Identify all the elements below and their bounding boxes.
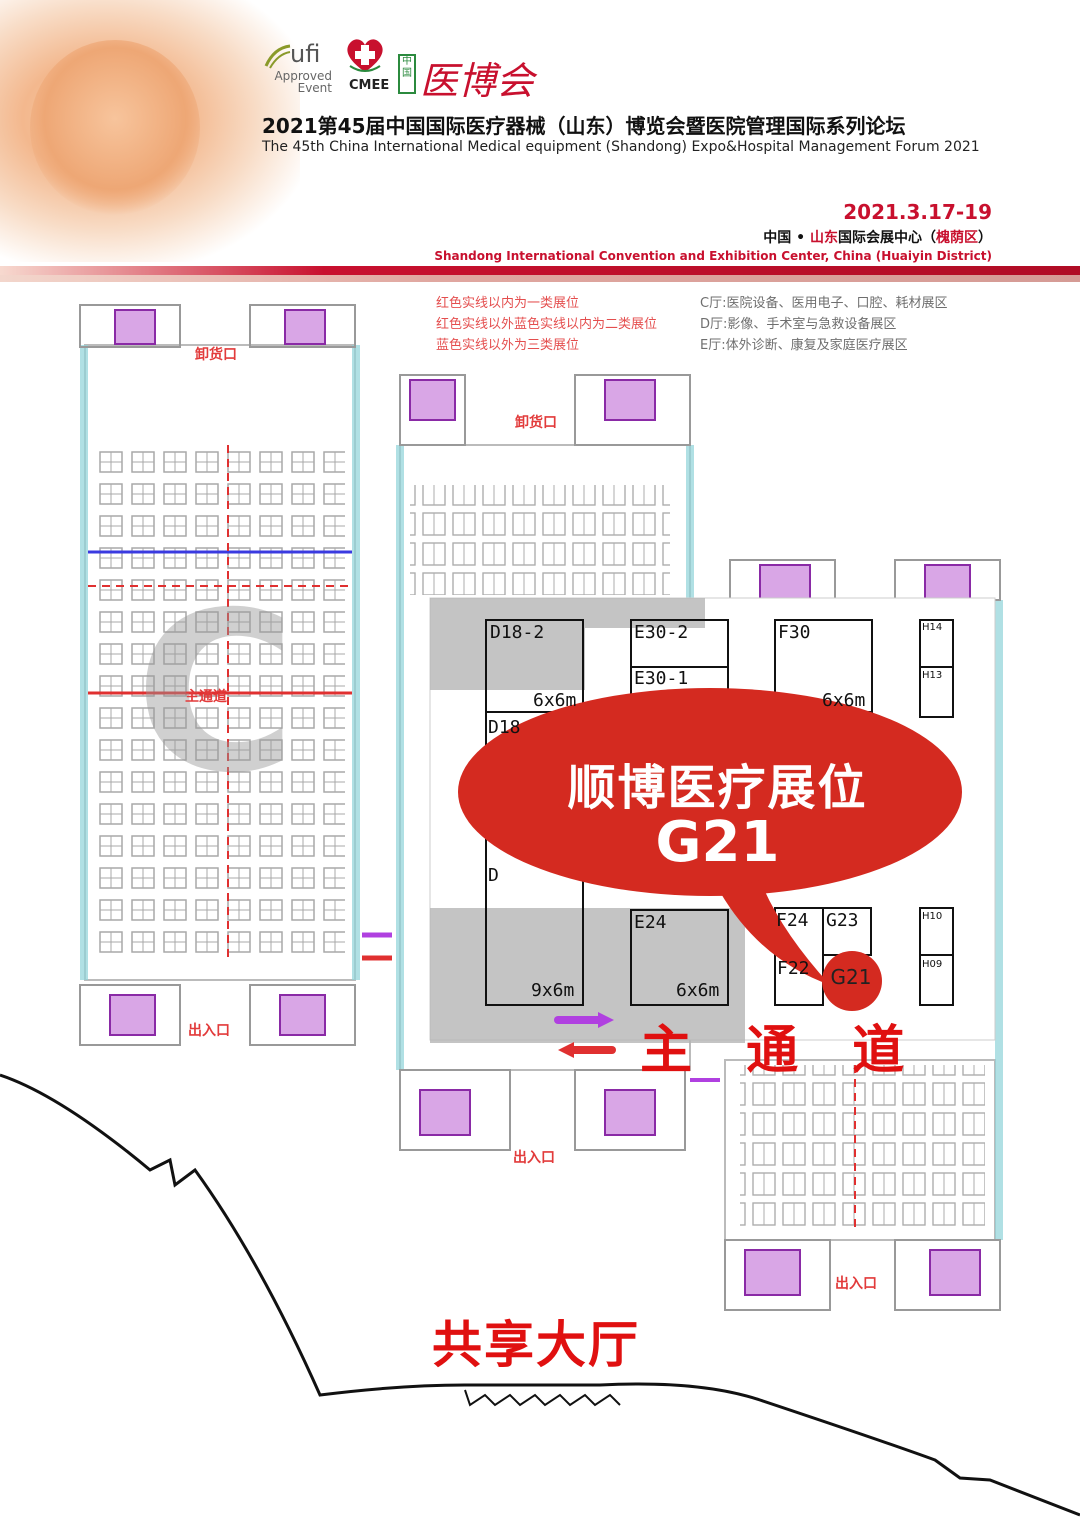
main-aisle-label: 主 通 道 (640, 1021, 923, 1081)
china-mark-icon: 中国 (398, 54, 416, 94)
header-banner: ufi Approved Event CMEE 中国 医博会 2021第45届中… (0, 0, 1080, 282)
venue-en: Shandong International Convention and Ex… (434, 249, 992, 263)
coastline-notch-bottom (464, 1389, 621, 1407)
booth-g23: G23 (826, 910, 859, 931)
booth-g21-marker: G21 (830, 965, 872, 989)
legend-line-2: 红色实线以外蓝色实线以内为二类展位 (436, 317, 658, 332)
header-pink-band (0, 275, 1080, 282)
booth-h14: H14 (922, 622, 943, 633)
expo-date: 2021.3.17-19 (843, 200, 992, 224)
cmee-heart-cross-icon (347, 39, 383, 72)
booth-d18-2-size: 6x6m (533, 690, 577, 711)
booth-d-9x6-size: 9x6m (531, 980, 575, 1001)
highlight-bubble (458, 688, 962, 1011)
exhibitor-booth-title: 顺博医疗展位 (567, 760, 868, 816)
exhibitor-booth-number: G21 (655, 810, 780, 875)
booth-f30-size: 6x6m (822, 690, 866, 711)
venue-cn: 中国 • 山东国际会展中心（槐荫区） (763, 230, 992, 246)
header-red-band (0, 266, 1080, 275)
cmee-logo-text: CMEE (349, 78, 390, 93)
booth-d18: D18 (488, 717, 521, 738)
booth-e30-1: E30-1 (634, 668, 689, 689)
legend-line-3: 蓝色实线以外为三类展位 (436, 338, 580, 353)
hall-c-letter: C (135, 565, 297, 821)
hall-c (79, 304, 360, 1046)
ufi-swoosh-icon (264, 44, 291, 69)
hall-c-desc: C厅:医院设备、医用电子、口腔、耗材展区 (700, 296, 948, 311)
entrance-label-c: 出入口 (188, 1023, 230, 1039)
booth-f22: F22 (777, 958, 810, 979)
booth-d18-2: D18-2 (490, 622, 545, 643)
booth-f30: F30 (778, 622, 811, 643)
booth-e30-2: E30-2 (634, 622, 689, 643)
booth-e24-size: 6x6m (676, 980, 720, 1001)
hall-d-desc: D厅:影像、手术室与急救设备展区 (700, 317, 897, 332)
legend-line-1: 红色实线以内为一类展位 (436, 296, 580, 311)
booth-h10: H10 (922, 911, 943, 922)
expo-title-cn: 2021第45届中国国际医疗器械（山东）博览会暨医院管理国际系列论坛 (262, 114, 906, 138)
booth-e24: E24 (634, 912, 667, 933)
main-aisle-label-c: 主通道 (185, 689, 227, 705)
loading-dock-label-c: 卸货口 (195, 347, 237, 363)
baby-face-image (30, 40, 200, 215)
entrance-label-e: 出入口 (835, 1276, 877, 1292)
hall-e-desc: E厅:体外诊断、康复及家庭医疗展区 (700, 338, 908, 353)
direction-arrows (362, 932, 720, 1082)
ufi-approved-text: Approved Event (274, 69, 332, 95)
yibohui-logo: 医博会 (420, 59, 535, 103)
booth-h13: H13 (922, 670, 943, 681)
expo-title-en: The 45th China International Medical equ… (262, 139, 980, 155)
hall-e (724, 559, 1003, 1311)
coastline-outline (0, 1073, 1080, 1517)
entrance-label-d: 出入口 (513, 1150, 555, 1166)
shared-hall-label: 共享大厅 (432, 1316, 640, 1374)
booth-d-9x6: D (488, 865, 499, 886)
loading-dock-label-d: 卸货口 (515, 415, 557, 431)
floor-plan-map (0, 304, 1080, 1517)
booth-f24: F24 (776, 910, 809, 931)
ufi-logo-text: ufi (290, 40, 321, 68)
booth-h09: H09 (922, 959, 943, 970)
